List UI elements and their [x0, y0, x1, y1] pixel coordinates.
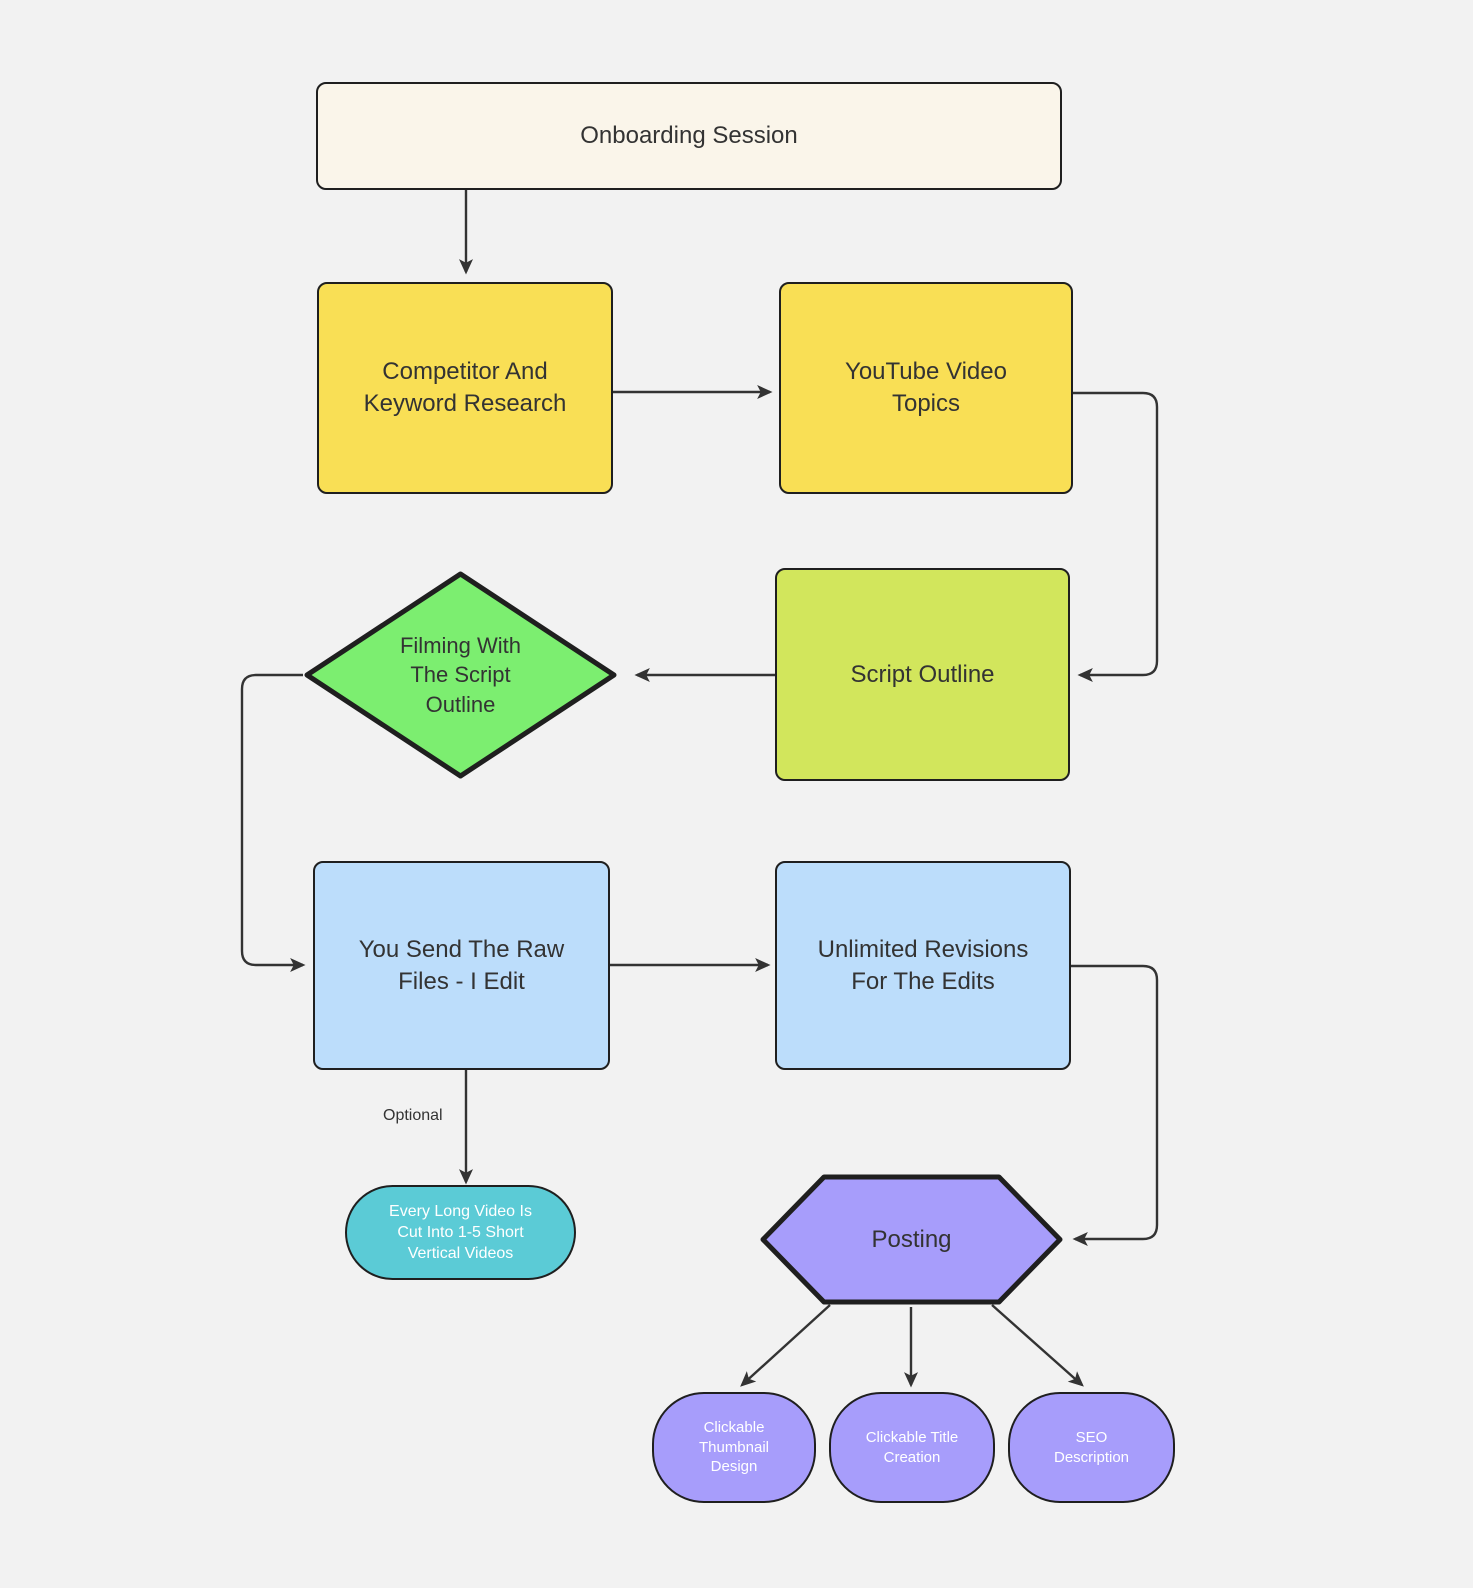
edge-topics-script — [1073, 391, 1159, 682]
node-you-send-raw-files-label: You Send The Raw Files - I Edit — [358, 935, 565, 995]
node-script-outline[interactable]: Script Outline — [775, 568, 1070, 781]
hexagon-shape — [760, 1174, 1063, 1305]
node-onboarding-session-label: Onboarding Session — [580, 122, 798, 150]
node-every-long-video-shorts-label: Every Long Video Is Cut Into 1-5 Short V… — [389, 1202, 532, 1263]
diamond-shape — [304, 571, 617, 779]
node-clickable-title-creation[interactable]: Clickable Title Creation — [829, 1392, 995, 1503]
node-clickable-title-creation-label: Clickable Title Creation — [865, 1428, 959, 1466]
node-competitor-keyword-research-label: Competitor And Keyword Research — [363, 358, 567, 417]
node-posting-label: Posting — [871, 1225, 952, 1253]
node-competitor-keyword-research[interactable]: Competitor And Keyword Research — [317, 282, 613, 494]
edge-label-optional: Optional — [379, 1106, 447, 1126]
edge-posting-thumbnail — [740, 1304, 831, 1387]
node-unlimited-revisions-label: Unlimited Revisions For The Edits — [817, 935, 1029, 995]
node-filming-with-script-outline[interactable]: Filming With The Script Outline — [303, 570, 618, 780]
node-every-long-video-shorts[interactable]: Every Long Video Is Cut Into 1-5 Short V… — [345, 1185, 576, 1280]
node-script-outline-label: Script Outline — [850, 660, 995, 688]
node-clickable-thumbnail-design[interactable]: Clickable Thumbnail Design — [652, 1392, 816, 1503]
edge-posting-seo — [991, 1304, 1084, 1387]
node-seo-description-label: SEO Description — [1053, 1428, 1130, 1466]
node-clickable-thumbnail-design-label: Clickable Thumbnail Design — [698, 1418, 770, 1476]
node-onboarding-session[interactable]: Onboarding Session — [316, 82, 1062, 190]
node-youtube-video-topics-label: YouTube Video Topics — [845, 358, 1007, 417]
node-you-send-raw-files[interactable]: You Send The Raw Files - I Edit — [313, 861, 610, 1070]
edge-revisions-posting — [1070, 964, 1159, 1246]
node-posting[interactable]: Posting — [760, 1174, 1063, 1305]
node-filming-with-script-outline-label: Filming With The Script Outline — [399, 633, 521, 717]
edge-filming-rawfiles — [240, 673, 306, 972]
node-youtube-video-topics[interactable]: YouTube Video Topics — [779, 282, 1073, 494]
node-seo-description[interactable]: SEO Description — [1008, 1392, 1175, 1503]
node-unlimited-revisions[interactable]: Unlimited Revisions For The Edits — [775, 861, 1071, 1070]
